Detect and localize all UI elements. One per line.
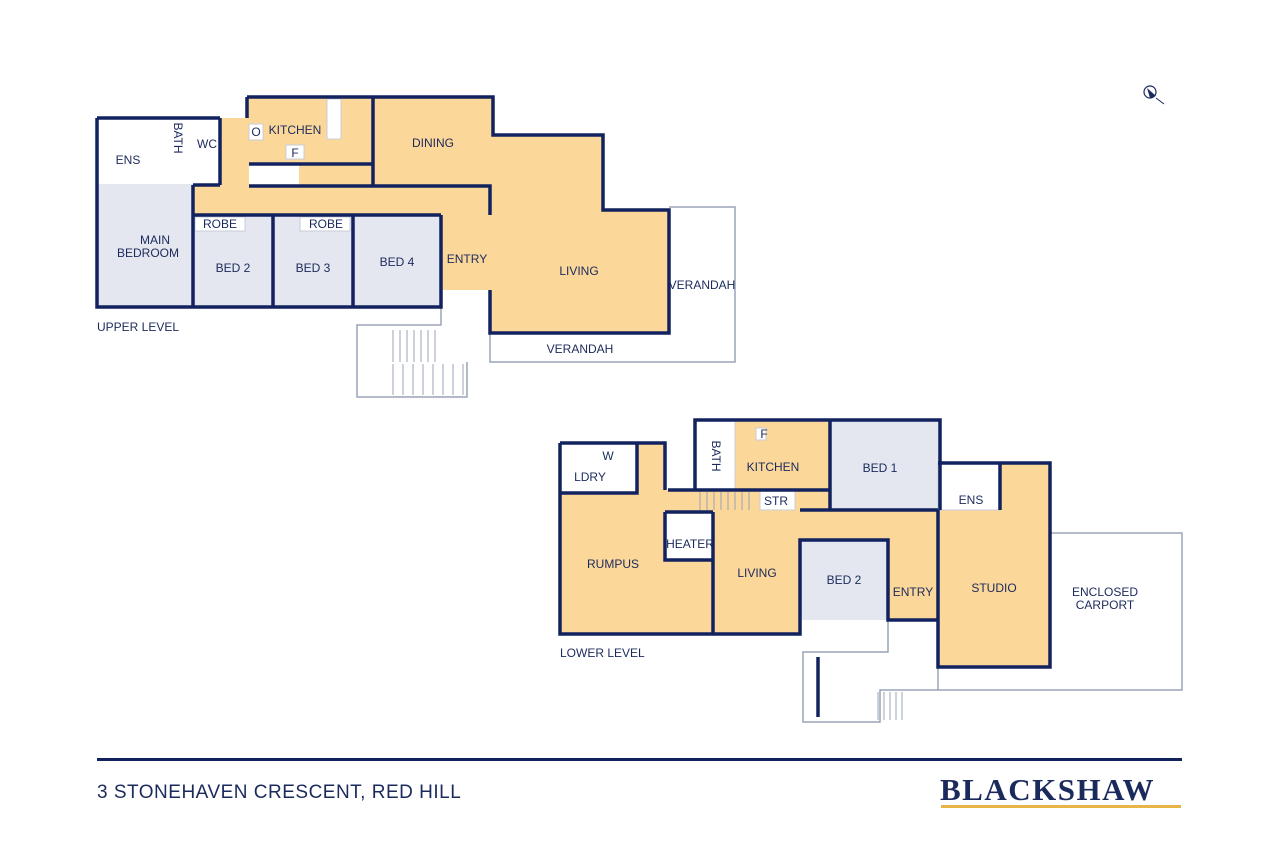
footer-divider bbox=[97, 758, 1182, 761]
room-label-entry: ENTRY bbox=[447, 252, 487, 266]
room-label-verandah: VERANDAH bbox=[669, 278, 736, 292]
room-label-living: LIVING bbox=[559, 264, 598, 278]
room-label-main-bedroom: MAIN bbox=[140, 233, 170, 247]
upper-stairs bbox=[392, 330, 464, 395]
property-address: 3 STONEHAVEN CRESCENT, RED HILL bbox=[97, 782, 462, 803]
room-label-rumpus: RUMPUS bbox=[587, 557, 639, 571]
fridge-label: F bbox=[291, 146, 298, 160]
room-label-robe: ROBE bbox=[309, 217, 343, 231]
stairs-outline bbox=[356, 307, 468, 398]
lower-level-plan: LDRY W BATH F KITCHEN BED 1 ENS STR HEAT… bbox=[558, 418, 1183, 723]
level-label-lower: LOWER LEVEL bbox=[560, 646, 645, 660]
room-label-robe: ROBE bbox=[203, 217, 237, 231]
room-label-bed2: BED 2 bbox=[827, 573, 862, 587]
room-label-living: LIVING bbox=[737, 566, 776, 580]
room-label-ldry: LDRY bbox=[574, 470, 606, 484]
lower-stairs bbox=[699, 492, 903, 720]
room-label-ens: ENS bbox=[116, 153, 141, 167]
room-label-dining: DINING bbox=[412, 136, 454, 150]
oven-label: O bbox=[251, 125, 260, 139]
room-label-ens: ENS bbox=[959, 493, 984, 507]
upper-level-plan: KITCHEN O F DINING ENS BATH WC MAIN BEDR… bbox=[95, 95, 736, 398]
room-label-verandah: VERANDAH bbox=[547, 342, 614, 356]
room-label-wc: WC bbox=[197, 137, 217, 151]
room-label-bed1: BED 1 bbox=[863, 461, 898, 475]
room-label-heater: HEATER bbox=[666, 537, 714, 551]
carport-deck-outline bbox=[802, 532, 1183, 723]
washer-label: W bbox=[602, 449, 614, 463]
brand-logo-underline bbox=[941, 805, 1181, 808]
north-arrow-icon bbox=[1143, 85, 1165, 105]
room-label-bed2: BED 2 bbox=[216, 261, 251, 275]
room-label-bath: BATH bbox=[709, 440, 723, 471]
room-label-kitchen: KITCHEN bbox=[269, 123, 322, 137]
room-label-kitchen: KITCHEN bbox=[747, 460, 800, 474]
room-label-entry: ENTRY bbox=[893, 585, 933, 599]
room-label-studio: STUDIO bbox=[971, 581, 1016, 595]
room-label-main-bedroom-2: BEDROOM bbox=[117, 246, 179, 260]
room-label-bed3: BED 3 bbox=[296, 261, 331, 275]
level-label-upper: UPPER LEVEL bbox=[97, 320, 179, 334]
fridge-label: F bbox=[760, 427, 767, 441]
room-label-str: STR bbox=[764, 494, 788, 508]
brand-logo: BLACKSHAW bbox=[940, 772, 1156, 807]
room-label-carport-2: CARPORT bbox=[1076, 598, 1135, 612]
room-label-carport: ENCLOSED bbox=[1072, 585, 1138, 599]
room-label-bath: BATH bbox=[171, 122, 185, 153]
verandah-outline bbox=[489, 206, 736, 363]
room-label-bed4: BED 4 bbox=[380, 255, 415, 269]
